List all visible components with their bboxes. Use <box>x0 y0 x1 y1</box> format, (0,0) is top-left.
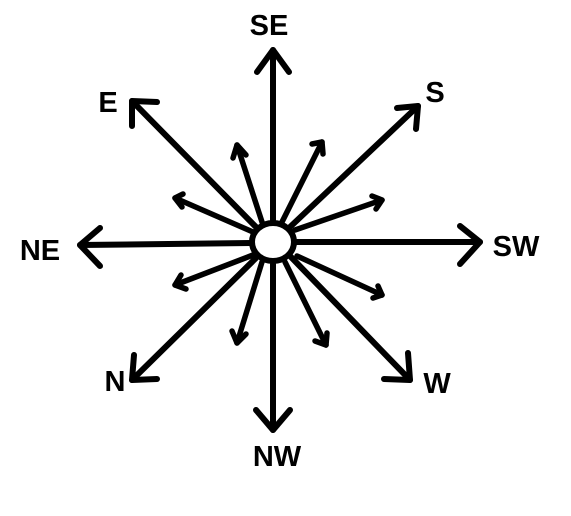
minor-arrow-wsw <box>172 252 256 292</box>
label-top-left: E <box>98 87 117 119</box>
major-arrow-up <box>254 47 292 223</box>
label-right: SW <box>493 231 540 263</box>
major-arrow-lower-right <box>288 254 413 383</box>
label-top: SE <box>250 10 289 42</box>
label-left: NE <box>20 235 60 267</box>
minor-arrows <box>172 139 385 348</box>
major-arrow-right <box>293 223 483 267</box>
minor-arrow-ese <box>294 253 385 301</box>
label-top-right: S <box>425 77 444 109</box>
major-arrow-left <box>77 225 254 269</box>
minor-arrow-nne <box>279 139 326 225</box>
label-bottom: NW <box>253 441 302 473</box>
center-hub <box>249 220 297 264</box>
major-arrow-upper-left <box>129 98 259 230</box>
major-arrow-lower-left <box>129 255 259 383</box>
minor-arrow-nnw <box>230 142 265 225</box>
label-bottom-left: N <box>105 366 126 398</box>
major-arrows <box>77 47 483 433</box>
major-arrow-down <box>253 261 293 433</box>
minor-arrow-ssw <box>229 259 265 346</box>
minor-arrow-wnw <box>172 191 256 235</box>
major-arrow-upper-right <box>287 103 421 230</box>
label-bottom-right: W <box>423 368 451 400</box>
minor-arrow-sse <box>282 259 330 348</box>
minor-arrow-ene <box>292 193 385 233</box>
